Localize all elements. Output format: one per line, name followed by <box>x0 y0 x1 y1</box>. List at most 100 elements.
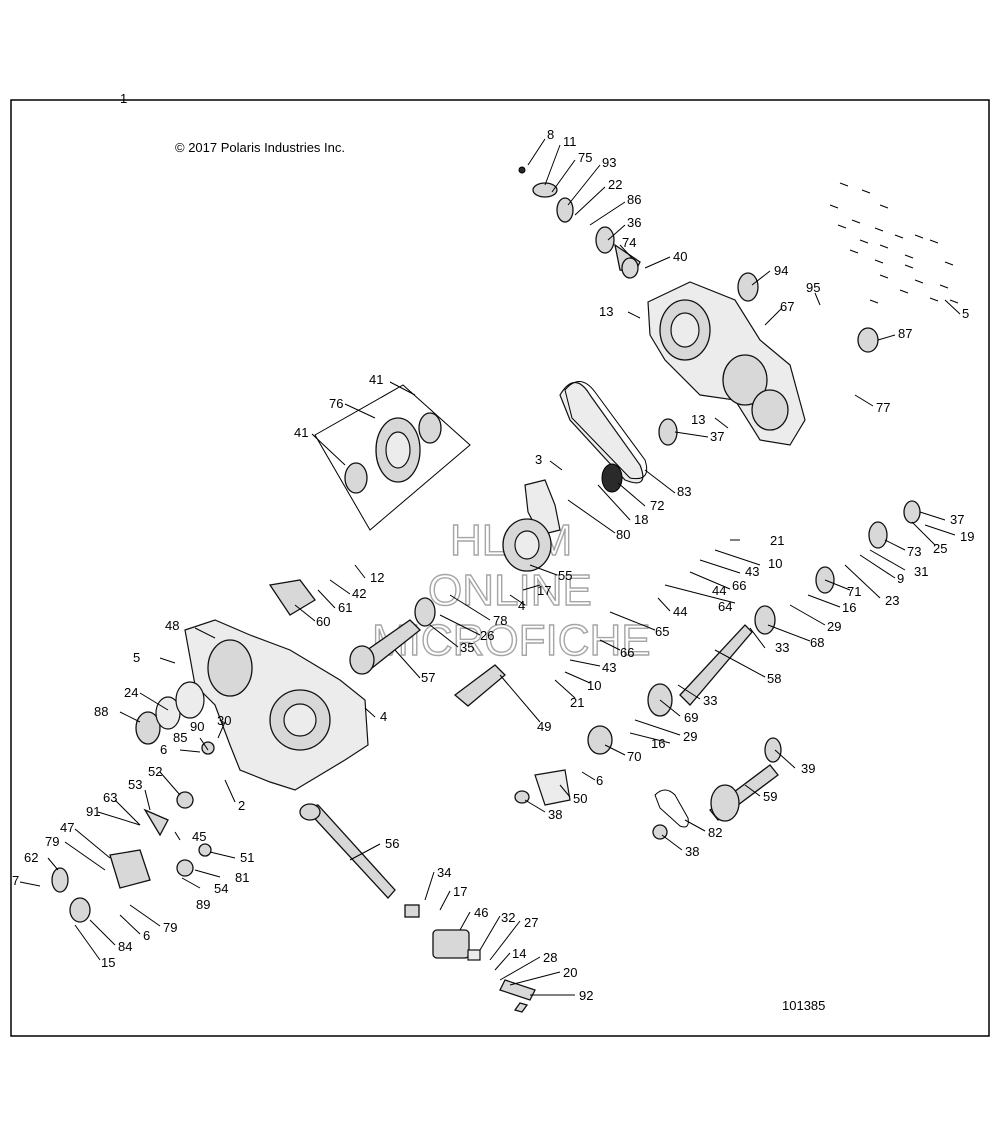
callout-19: 19 <box>960 529 974 544</box>
callout-12: 12 <box>370 570 384 585</box>
callout-49: 49 <box>537 719 551 734</box>
callout-65: 65 <box>655 624 669 639</box>
callout-42: 42 <box>352 586 366 601</box>
callout-33-top: 33 <box>775 640 789 655</box>
callout-86: 86 <box>627 192 641 207</box>
callout-8: 8 <box>547 127 554 142</box>
callout-6-left: 6 <box>160 742 167 757</box>
callout-68: 68 <box>810 635 824 650</box>
callout-43-top: 43 <box>745 564 759 579</box>
callout-89: 89 <box>196 897 210 912</box>
callout-61: 61 <box>338 600 352 615</box>
callout-78: 78 <box>493 613 507 628</box>
callout-4-mid: 4 <box>518 598 525 613</box>
callout-66-bottom: 66 <box>620 645 634 660</box>
callout-31: 31 <box>914 564 928 579</box>
callout-9: 9 <box>897 571 904 586</box>
callout-22: 22 <box>608 177 622 192</box>
callout-37-top: 37 <box>710 429 724 444</box>
callout-28: 28 <box>543 950 557 965</box>
gear-76 <box>314 384 471 531</box>
callout-43-bottom: 43 <box>602 660 616 675</box>
callout-17-bottom: 17 <box>453 884 467 899</box>
watermark: HLSM ONLINE MICROFICHE <box>371 515 651 665</box>
callout-14: 14 <box>512 946 526 961</box>
callout-17-mid: 17 <box>537 583 551 598</box>
callout-95: 95 <box>806 280 820 295</box>
callout-20: 20 <box>563 965 577 980</box>
callout-36: 36 <box>627 215 641 230</box>
callout-21-bottom: 21 <box>570 695 584 710</box>
callout-52: 52 <box>148 764 162 779</box>
callout-30: 30 <box>217 713 231 728</box>
figure-number: 101385 <box>782 998 825 1013</box>
callout-56: 56 <box>385 836 399 851</box>
callout-41-left: 41 <box>294 425 308 440</box>
leader-lines <box>19 138 961 996</box>
callout-82: 82 <box>708 825 722 840</box>
callout-29-top: 29 <box>827 619 841 634</box>
callout-58: 58 <box>767 671 781 686</box>
callout-labels: 8 11 75 93 22 86 36 74 40 94 95 67 5 87 … <box>12 127 974 1003</box>
center-sprocket <box>502 479 561 572</box>
callout-90: 90 <box>190 719 204 734</box>
callout-77: 77 <box>876 400 890 415</box>
callout-45: 45 <box>192 829 206 844</box>
callout-88: 88 <box>94 704 108 719</box>
callout-29-bottom: 29 <box>683 729 697 744</box>
case-half-right <box>647 272 879 446</box>
callout-26: 26 <box>480 628 494 643</box>
callout-21-top: 21 <box>770 533 784 548</box>
callout-57: 57 <box>421 670 435 685</box>
callout-41-top: 41 <box>369 372 383 387</box>
callout-2: 2 <box>238 798 245 813</box>
callout-15: 15 <box>101 955 115 970</box>
callout-16-bottom: 16 <box>651 736 665 751</box>
callout-83: 83 <box>677 484 691 499</box>
callout-44-left: 44 <box>673 604 687 619</box>
linkage-parts <box>51 579 316 923</box>
callout-38-bottom: 38 <box>685 844 699 859</box>
callout-87: 87 <box>898 326 912 341</box>
case-half-left <box>184 619 369 791</box>
callout-18: 18 <box>634 512 648 527</box>
illustration <box>51 166 959 1013</box>
callout-33-bottom: 33 <box>703 693 717 708</box>
callout-5-left: 5 <box>133 650 140 665</box>
watermark-line-2: ONLINE <box>428 566 592 615</box>
callout-63: 63 <box>103 790 117 805</box>
callout-27: 27 <box>524 915 538 930</box>
callout-13-top: 13 <box>599 304 613 319</box>
callout-48: 48 <box>165 618 179 633</box>
callout-46: 46 <box>474 905 488 920</box>
drive-belt-upper <box>559 381 648 484</box>
callout-73: 73 <box>907 544 921 559</box>
callout-62: 62 <box>24 850 38 865</box>
callout-3: 3 <box>535 452 542 467</box>
callout-38-mid: 38 <box>548 807 562 822</box>
callout-35: 35 <box>460 640 474 655</box>
callout-74: 74 <box>622 235 636 250</box>
callout-51: 51 <box>240 850 254 865</box>
top-shaft-assembly <box>518 166 641 279</box>
callout-71: 71 <box>847 584 861 599</box>
callout-44-right: 44 <box>712 583 726 598</box>
callout-4-right: 4 <box>380 709 387 724</box>
callout-79-bottom: 79 <box>163 920 177 935</box>
callout-6-right: 6 <box>596 773 603 788</box>
callout-50: 50 <box>573 791 587 806</box>
callout-92: 92 <box>579 988 593 1003</box>
callout-11: 11 <box>563 134 577 149</box>
callout-69: 69 <box>684 710 698 725</box>
callout-60: 60 <box>316 614 330 629</box>
callout-91: 91 <box>86 804 100 819</box>
callout-84: 84 <box>118 939 132 954</box>
callout-85: 85 <box>173 730 187 745</box>
callout-93: 93 <box>602 155 616 170</box>
callout-10-top: 10 <box>768 556 782 571</box>
callout-13-bottom: 13 <box>691 412 705 427</box>
callout-5-top: 5 <box>962 306 969 321</box>
callout-66-top: 66 <box>732 578 746 593</box>
callout-81: 81 <box>235 870 249 885</box>
